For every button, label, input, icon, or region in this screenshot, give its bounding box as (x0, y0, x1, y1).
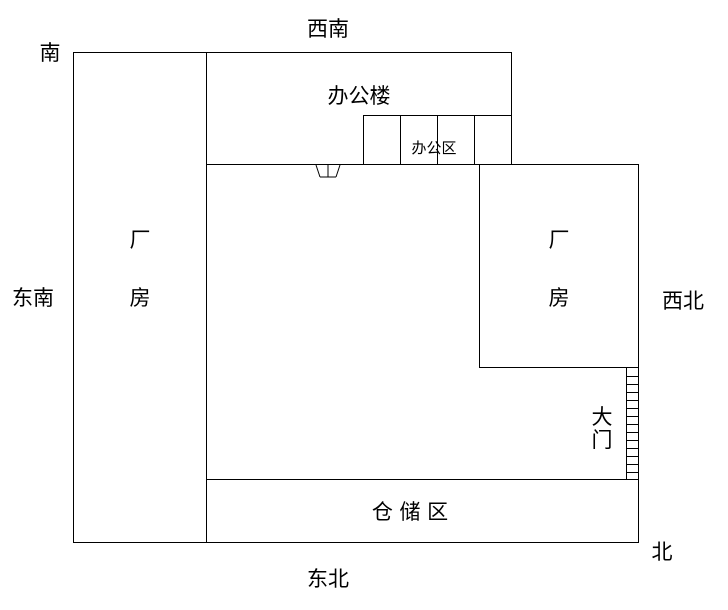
gate (626, 367, 639, 480)
left-factory-label-1: 厂 (130, 228, 151, 252)
door-icon (315, 164, 341, 178)
right-factory-label-2: 房 (549, 286, 570, 310)
direction-label-right: 西北 (662, 289, 704, 313)
office-building-label: 办公楼 (328, 84, 391, 108)
gate-label-1: 大 (592, 405, 613, 429)
office-area-label: 办公区 (411, 139, 456, 157)
right-factory-building (479, 164, 639, 368)
direction-label-bottom-right: 北 (652, 540, 673, 564)
direction-label-bottom: 东北 (307, 567, 349, 591)
direction-label-top-left: 南 (40, 41, 61, 65)
storage-area-label: 仓 储 区 (372, 500, 448, 524)
gate-rungs (626, 376, 639, 473)
right-factory-label-1: 厂 (549, 228, 570, 252)
gate-label-2: 门 (592, 428, 613, 452)
courtyard (206, 164, 639, 543)
direction-label-left: 东南 (12, 286, 54, 310)
office-building (206, 52, 512, 165)
left-factory-label-2: 房 (130, 286, 151, 310)
direction-label-top: 西南 (307, 17, 349, 41)
